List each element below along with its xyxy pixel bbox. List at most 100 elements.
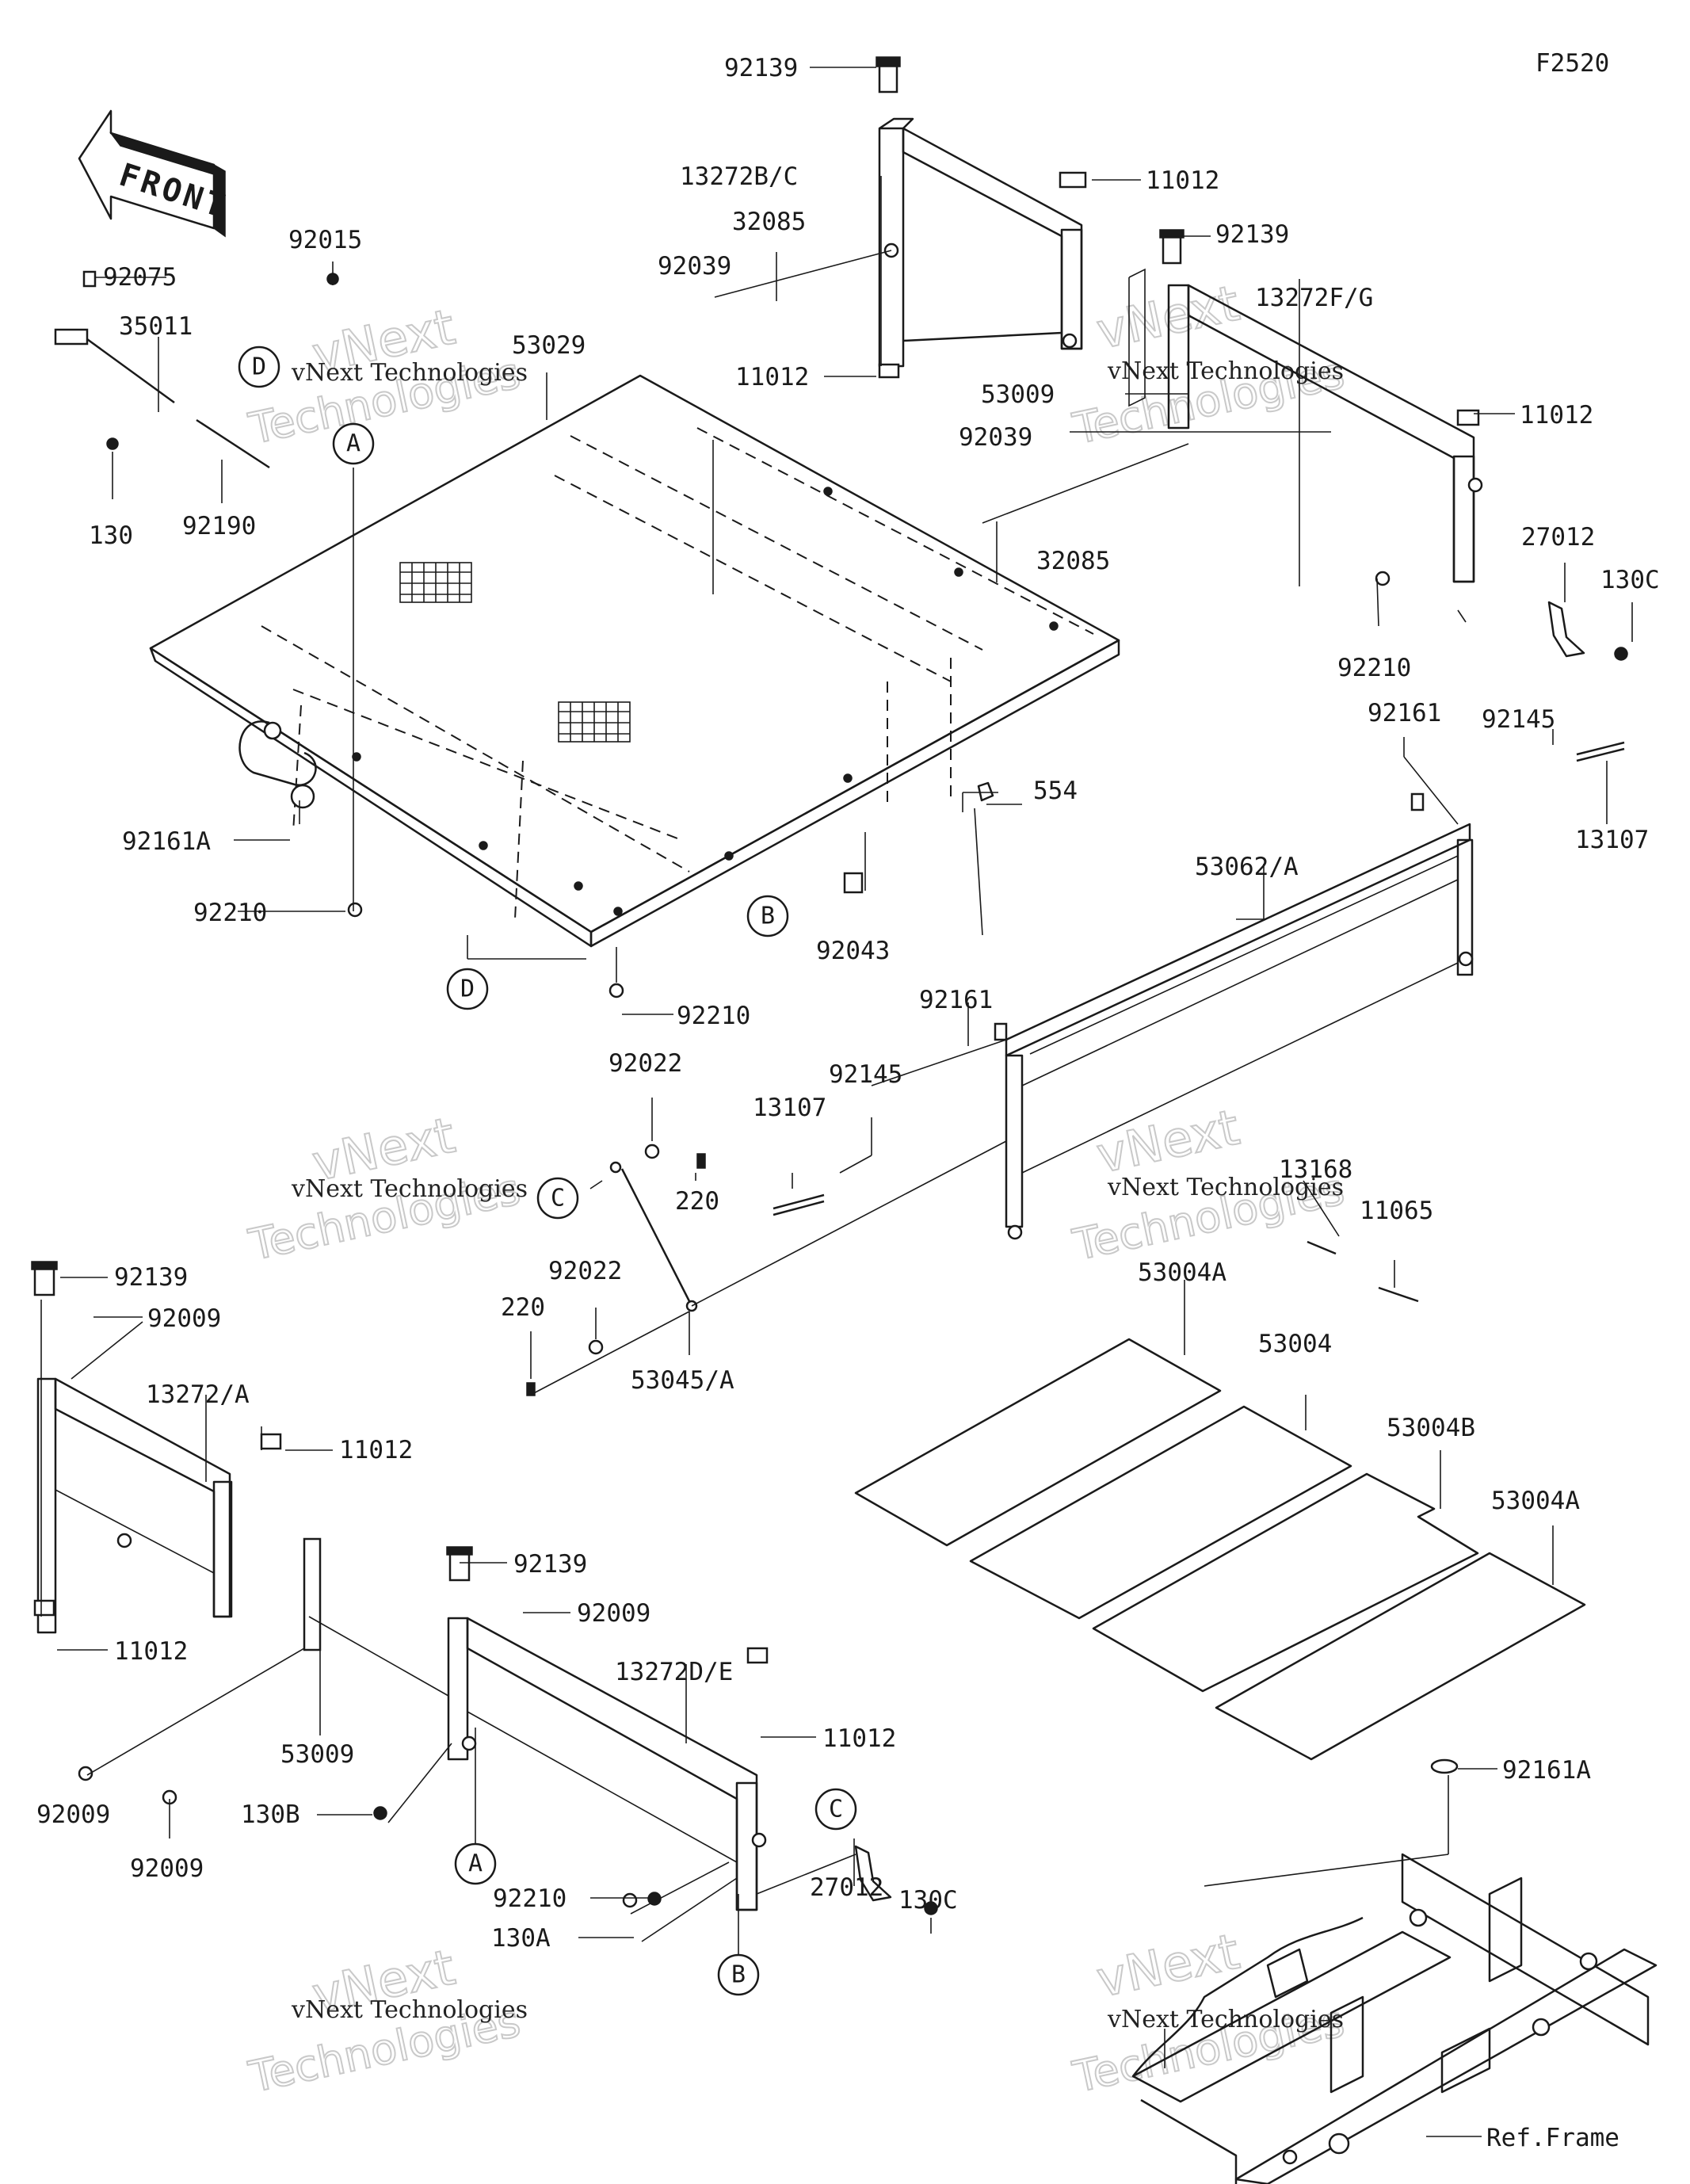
watermark-brand: vNext: [1092, 1922, 1244, 2009]
part-label: 13107: [1575, 826, 1649, 854]
callout-c: C: [536, 1177, 579, 1220]
leader-lines: [40, 67, 1633, 2137]
part-label: 13272F/G: [1255, 284, 1373, 312]
reference-frame: [1131, 1758, 1658, 2184]
part-label: 92210: [1337, 654, 1411, 682]
part-label: 220: [675, 1187, 719, 1216]
part-label: 92145: [1482, 705, 1555, 734]
part-label: 32085: [1036, 547, 1110, 575]
part-label: 92022: [548, 1257, 622, 1285]
figure-code: F2520: [1535, 49, 1609, 78]
part-label: 92009: [577, 1599, 650, 1628]
part-label: 130C: [1600, 566, 1660, 594]
watermark-caption: vNext Technologies: [291, 359, 528, 387]
side-panel-left: [31, 1261, 322, 1651]
part-label: 11065: [1360, 1197, 1433, 1225]
part-label: 53004A: [1138, 1258, 1226, 1287]
part-label: 53029: [512, 331, 586, 360]
anti-slip-mesh-icon: [399, 562, 472, 603]
part-label: 53004: [1258, 1330, 1332, 1358]
part-label: 27012: [1521, 523, 1595, 552]
part-label: 92210: [193, 899, 267, 927]
part-label: 11012: [339, 1436, 413, 1464]
part-label: 92161A: [1502, 1756, 1591, 1785]
part-label: 13272B/C: [680, 162, 798, 191]
part-label: 92190: [182, 512, 256, 540]
part-label: 13107: [753, 1094, 826, 1122]
fasteners: [54, 270, 1628, 1915]
watermark-group: vNext Technologies vNext Technologies vN…: [244, 273, 1349, 2103]
part-label: 92039: [959, 423, 1032, 452]
callout-d: D: [446, 968, 489, 1010]
part-label: 92139: [724, 54, 798, 82]
svg-text:D: D: [460, 976, 475, 1003]
anti-slip-mesh-icon: [558, 701, 631, 743]
svg-text:A: A: [468, 1850, 483, 1878]
callout-c: C: [814, 1788, 857, 1831]
part-label: 53004A: [1491, 1487, 1580, 1515]
part-label: 11012: [1520, 401, 1593, 430]
callout-a: A: [454, 1842, 497, 1885]
part-label: 92015: [288, 226, 362, 254]
part-label: 92043: [816, 937, 890, 965]
svg-text:C: C: [829, 1796, 843, 1823]
part-label: 92139: [513, 1550, 587, 1579]
svg-text:C: C: [551, 1185, 565, 1212]
tailgate-pins: [526, 741, 1625, 1396]
part-label: 92009: [36, 1800, 110, 1829]
part-label: 92009: [147, 1304, 221, 1333]
watermark-caption: vNext Technologies: [291, 1175, 528, 1203]
svg-text:D: D: [252, 353, 266, 381]
part-label: 53004B: [1387, 1414, 1475, 1442]
front-panel: [876, 56, 1087, 379]
callout-markers: A D D B C A C B: [238, 346, 857, 1996]
part-label: Ref.Frame: [1486, 2124, 1619, 2152]
part-label: 92161A: [122, 827, 211, 856]
watermark-brand: vNext: [1092, 1098, 1244, 1185]
part-label: 53009: [280, 1740, 354, 1769]
part-label: 92075: [103, 263, 177, 292]
watermark-caption: vNext Technologies: [291, 1996, 528, 2024]
svg-text:B: B: [761, 903, 775, 930]
part-label: 53062/A: [1195, 853, 1299, 881]
cargo-bed-deck: [149, 374, 1120, 948]
part-label: 13168: [1279, 1155, 1352, 1184]
svg-text:A: A: [346, 430, 361, 458]
part-label: 92145: [829, 1060, 902, 1089]
callout-d: D: [238, 346, 280, 388]
part-label: 13272/A: [146, 1380, 250, 1409]
front-arrow-icon: FRONT: [78, 109, 232, 238]
part-label: 92009: [130, 1854, 204, 1883]
side-panel-rear-right: [446, 1546, 769, 1911]
part-label: 11012: [1146, 166, 1219, 195]
part-label: 35011: [119, 312, 193, 341]
part-label: 27012: [810, 1873, 883, 1902]
part-label: 92210: [677, 1002, 750, 1030]
part-label: 92139: [1215, 220, 1289, 249]
watermark-caption: vNext Technologies: [1107, 1174, 1344, 1201]
bed-mat-set: [854, 1338, 1586, 1761]
part-label: 92039: [658, 252, 731, 281]
part-label: 13272D/E: [615, 1658, 733, 1686]
part-label: 92139: [114, 1263, 188, 1292]
side-panel-right: [1128, 229, 1483, 583]
tailgate: [994, 792, 1474, 1240]
svg-text:B: B: [731, 1961, 746, 1989]
part-label: 53045/A: [631, 1366, 734, 1395]
part-label: 554: [1033, 777, 1078, 805]
part-label: 11012: [114, 1637, 188, 1666]
callout-b: B: [746, 895, 789, 937]
watermark-caption: vNext Technologies: [1107, 357, 1344, 385]
part-label: 53009: [981, 380, 1055, 409]
part-label: 220: [501, 1293, 545, 1322]
part-label: 130C: [898, 1886, 958, 1915]
part-label: 32085: [732, 208, 806, 236]
part-label: 92161: [919, 986, 993, 1014]
part-label: 92210: [493, 1884, 567, 1913]
part-label: 130B: [241, 1800, 300, 1829]
part-label: 92022: [608, 1049, 682, 1078]
part-label: 92161: [1368, 699, 1441, 727]
part-label: 130: [89, 521, 133, 550]
watermark-caption: vNext Technologies: [1107, 2006, 1344, 2033]
